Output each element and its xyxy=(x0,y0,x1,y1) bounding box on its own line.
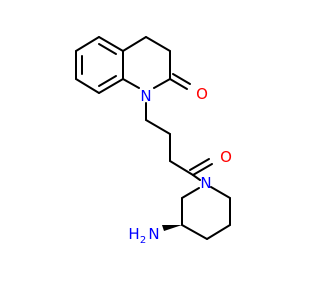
bond xyxy=(145,119,171,135)
bond xyxy=(98,36,124,52)
bond xyxy=(75,36,100,52)
bond xyxy=(98,75,117,87)
wedge-bond xyxy=(162,225,182,231)
atom-label-nh2: H 2 N xyxy=(128,225,159,246)
molecule-diagram: N O O N H 2 N xyxy=(75,36,232,246)
atom-label-o-quinolinone: O xyxy=(196,85,208,103)
bond xyxy=(206,224,231,240)
bond xyxy=(98,43,117,55)
bond xyxy=(192,163,213,176)
atom-label-n-piperidine: N xyxy=(200,174,211,192)
atom-label-n-quinolinone: N xyxy=(140,87,151,105)
structure-svg: N O O N H 2 N xyxy=(75,36,232,246)
bond xyxy=(210,186,231,199)
bond xyxy=(169,78,188,90)
nh2-h: H xyxy=(128,225,139,243)
bond xyxy=(98,78,124,94)
bond xyxy=(75,78,100,94)
bond xyxy=(192,174,201,181)
bond xyxy=(189,158,210,171)
bond xyxy=(181,224,208,240)
nh2-n: N xyxy=(148,225,159,243)
bond xyxy=(122,78,140,89)
bond xyxy=(172,73,191,85)
bonds-group xyxy=(75,36,231,240)
atom-labels: N O O N H 2 N xyxy=(128,85,232,246)
bond xyxy=(181,187,200,199)
bond xyxy=(153,78,171,89)
bond xyxy=(169,160,194,176)
nh2-subscript: 2 xyxy=(140,235,146,246)
atom-label-o-amide: O xyxy=(220,148,232,166)
bond xyxy=(145,36,171,52)
bond xyxy=(122,36,147,52)
